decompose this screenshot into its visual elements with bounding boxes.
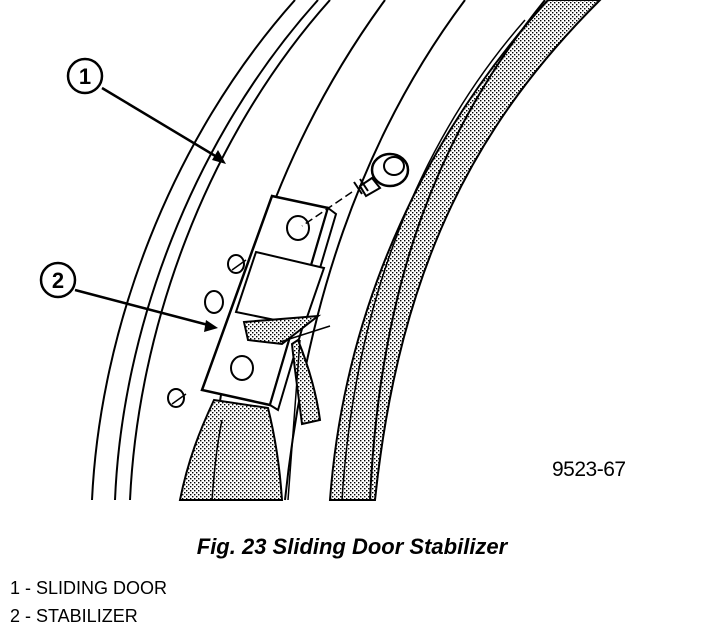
callout-1-number: 1	[79, 64, 91, 89]
hole-indicator-lines	[171, 259, 247, 405]
legend: 1 - SLIDING DOOR 2 - STABILIZER	[10, 574, 167, 630]
stabilizer-lower-detail	[211, 419, 223, 501]
bolt-alignment-line	[301, 191, 353, 227]
figure-code: 9523-67	[552, 458, 626, 481]
stabilizer-lower-body	[178, 398, 284, 501]
callout-2: 2	[39, 261, 218, 332]
door-mounting-holes	[167, 254, 245, 408]
figure-caption: Fig. 23 Sliding Door Stabilizer	[196, 534, 508, 559]
striker-edge	[287, 339, 301, 501]
callout-1: 1	[66, 57, 226, 164]
sliding-door-stabilizer-diagram: 1 2	[39, 0, 602, 501]
callout-2-number: 2	[52, 268, 64, 293]
door-seal	[328, 0, 602, 501]
stabilizer-bracket	[200, 194, 338, 412]
door-seal-inner-edge	[341, 19, 526, 501]
legend-item-stabilizer: 2 - STABILIZER	[10, 606, 138, 626]
legend-item-sliding-door: 1 - SLIDING DOOR	[10, 578, 168, 598]
bolt-icon	[353, 152, 410, 198]
